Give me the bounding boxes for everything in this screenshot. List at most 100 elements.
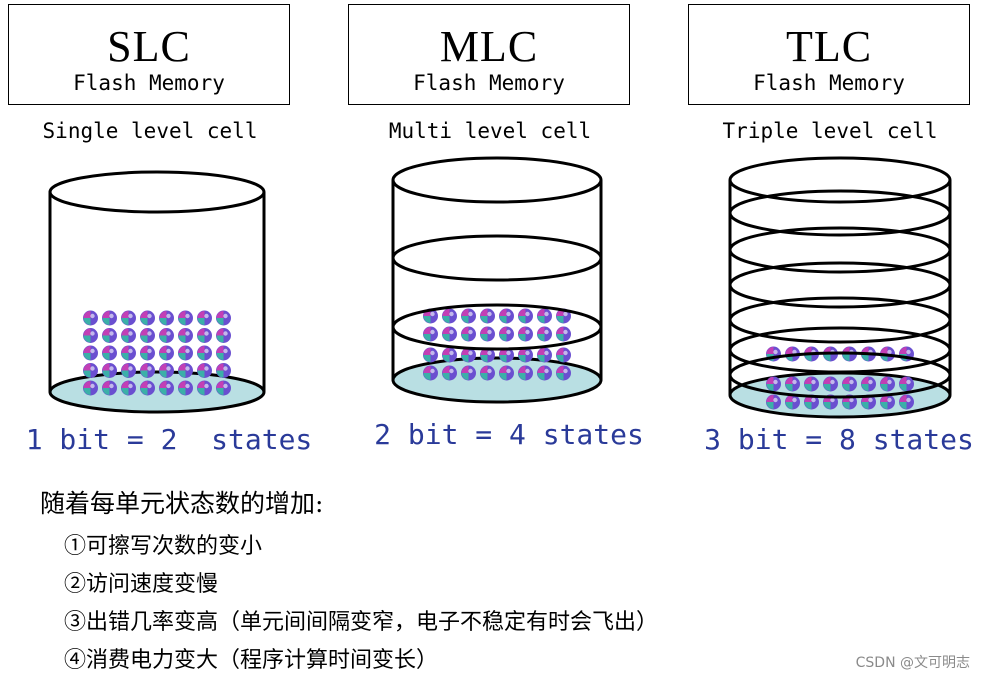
electron-dot xyxy=(766,376,781,392)
electron-dot xyxy=(216,380,231,396)
electron-dot xyxy=(766,394,781,410)
tlc-states-label: 3 bit = 8 states xyxy=(704,423,974,456)
cylinder-top-rim xyxy=(48,170,266,214)
electron-dot xyxy=(83,380,98,396)
electron-dot xyxy=(423,326,438,342)
electron-dot xyxy=(461,365,476,381)
level-ring xyxy=(728,261,952,309)
electron-dot xyxy=(499,347,514,363)
liquid-ellipse xyxy=(48,370,266,414)
level-ring xyxy=(728,189,952,237)
electron-dot xyxy=(480,365,495,381)
mlc-title-box: MLC Flash Memory xyxy=(348,4,630,105)
electron-dot xyxy=(880,376,895,392)
electron-dot xyxy=(178,328,193,343)
electron-dot xyxy=(197,345,212,361)
electron-dot xyxy=(785,394,800,410)
electron-dot xyxy=(216,345,231,361)
level-ring xyxy=(728,351,952,399)
electron-dot xyxy=(102,345,117,361)
electron-dot xyxy=(121,380,136,396)
electron-dot xyxy=(140,328,155,343)
electron-dot xyxy=(102,310,117,326)
electron-dot xyxy=(804,394,819,410)
electron-dot xyxy=(102,380,117,396)
slc-cylinder xyxy=(48,170,266,414)
notes-title: 随着每单元状态数的增加: xyxy=(40,489,324,518)
watermark: CSDN @文可明志 xyxy=(855,655,970,671)
mlc-cylinder xyxy=(391,156,603,404)
electron-dot xyxy=(461,347,476,363)
tlc-subtitle: Flash Memory xyxy=(753,71,905,95)
mlc-cell-type: Multi level cell xyxy=(388,119,592,143)
electron-dot xyxy=(178,363,193,378)
electron-dot xyxy=(880,394,895,410)
electron-dot xyxy=(537,347,552,363)
electron-dot xyxy=(216,310,231,326)
liquid-ellipse xyxy=(728,371,952,419)
notes-item-2: ②访问速度变慢 xyxy=(64,572,219,597)
electron-dot xyxy=(140,380,155,396)
level-ring xyxy=(391,303,603,351)
electron-dot xyxy=(159,380,174,396)
electron-dot xyxy=(216,363,231,378)
electron-dot xyxy=(480,347,495,363)
slc-title-box: SLC Flash Memory xyxy=(8,4,290,105)
slc-states-label: 1 bit = 2 states xyxy=(25,423,313,456)
electron-dot xyxy=(83,363,98,378)
electron-dot xyxy=(461,308,476,324)
electron-dot xyxy=(423,365,438,381)
electron-dot xyxy=(197,310,212,326)
mlc-title: MLC xyxy=(439,22,539,71)
notes-item-1: ①可擦写次数的变小 xyxy=(64,534,263,559)
mlc-subtitle: Flash Memory xyxy=(413,71,565,95)
electron-dot xyxy=(499,365,514,381)
electron-dot xyxy=(537,365,552,381)
level-ring xyxy=(728,326,952,374)
liquid-ellipse xyxy=(391,356,603,404)
electron-dot xyxy=(518,326,533,342)
level-ring xyxy=(391,234,603,282)
electron-dot xyxy=(899,376,914,392)
electron-dot xyxy=(804,376,819,392)
electron-dot xyxy=(423,347,438,363)
electron-dot xyxy=(823,376,838,392)
electron-dot xyxy=(140,310,155,326)
electron-dot xyxy=(197,363,212,378)
tlc-title: TLC xyxy=(785,22,873,71)
electron-dot xyxy=(178,345,193,361)
electron-dot xyxy=(140,345,155,361)
electron-dot xyxy=(197,328,212,343)
electron-dot xyxy=(442,347,457,363)
electron-dot xyxy=(197,380,212,396)
electron-dot xyxy=(102,328,117,343)
slc-subtitle: Flash Memory xyxy=(73,71,225,95)
level-ring xyxy=(728,296,952,344)
electron-dot xyxy=(83,345,98,361)
electron-dot xyxy=(899,394,914,410)
tlc-title-box: TLC Flash Memory xyxy=(688,4,970,105)
electron-dot xyxy=(159,345,174,361)
tlc-cylinder xyxy=(728,156,952,419)
electron-dot xyxy=(121,328,136,343)
cylinder-top-rim xyxy=(391,156,603,204)
electron-dot xyxy=(159,328,174,343)
electron-dot xyxy=(216,328,231,343)
electron-dot xyxy=(121,310,136,326)
electron-dot xyxy=(518,308,533,324)
notes-item-4: ④消费电力变大（程序计算时间变长） xyxy=(64,648,439,673)
electron-dot xyxy=(83,328,98,343)
electron-dot xyxy=(102,363,117,378)
electron-dot xyxy=(556,326,571,342)
electron-dot xyxy=(159,310,174,326)
electron-dot xyxy=(556,347,571,363)
electron-dot xyxy=(499,326,514,342)
electron-dot xyxy=(518,365,533,381)
level-ring xyxy=(728,226,952,274)
electron-dot xyxy=(785,376,800,392)
notes-list: ①可擦写次数的变小 ②访问速度变慢 ③出错几率变高（单元间间隔变窄，电子不稳定有… xyxy=(64,528,658,680)
notes-item-3: ③出错几率变高（单元间间隔变窄，电子不稳定有时会飞出） xyxy=(64,610,659,635)
slc-cell-type: Single level cell xyxy=(42,119,258,143)
electron-dot xyxy=(83,310,98,326)
electron-dot xyxy=(442,365,457,381)
